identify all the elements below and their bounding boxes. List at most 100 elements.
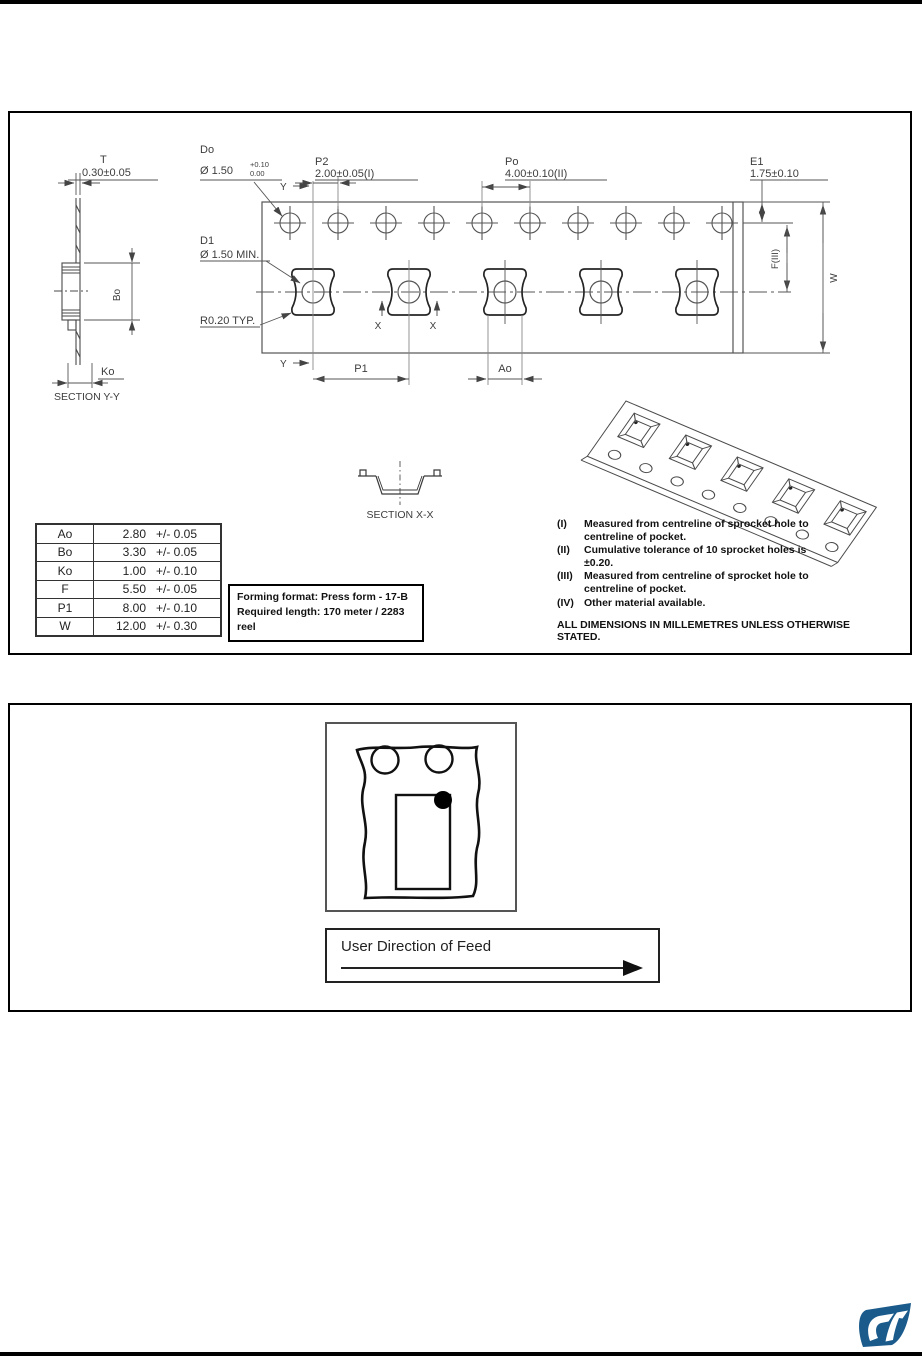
do-dim-value: Ø 1.50 (200, 165, 233, 177)
st-logo-icon (859, 1303, 911, 1347)
pocket-rect (394, 793, 452, 891)
dim-name: F (35, 579, 94, 599)
arrowhead-icon (623, 960, 643, 976)
section-lines (312, 177, 531, 385)
t-dim-name: T (100, 154, 107, 166)
x-section-markers (378, 300, 441, 316)
d1-dim-value: Ø 1.50 MIN. (200, 249, 259, 261)
r-typ-label: R0.20 TYP. (200, 315, 255, 327)
po-dim-value: 4.00±0.10(II) (505, 168, 567, 180)
feed-direction-arrow (341, 960, 643, 976)
note-text: Measured from centreline of sprocket hol… (584, 518, 809, 543)
table-row: F 5.50 +/- 0.05 (35, 579, 222, 599)
w-dim-label: W (829, 273, 840, 283)
tape-outline (261, 201, 830, 354)
feed-direction-panel: User Direction of Feed (8, 703, 912, 1012)
isometric-tape-view (580, 400, 878, 567)
ko-dim-label: Ko (101, 366, 114, 378)
table-row: P1 8.00 +/- 0.10 (35, 598, 222, 618)
note-number: (IV) (557, 596, 574, 609)
p1-dim-label: P1 (354, 363, 367, 375)
dim-value: 8.00 (122, 600, 146, 615)
iso-sprocket-holes (607, 449, 839, 553)
f-dim-label: F(III) (770, 249, 781, 269)
section-yy-view (54, 198, 88, 365)
forming-format-line: Forming format: Press form - 17-B (237, 591, 408, 603)
po-dim-name: Po (505, 156, 518, 168)
feed-direction-label: User Direction of Feed (341, 938, 492, 955)
note-text: Cumulative tolerance of 10 sprocket hole… (584, 544, 807, 569)
section-yy-dims (52, 173, 158, 388)
dim-value: 3.30 (122, 545, 146, 560)
note-number: (I) (557, 518, 567, 530)
e1-dim-name: E1 (750, 156, 763, 168)
tape-drawing: T 0.30±0.05 Bo Ko SECTION Y-Y (52, 144, 878, 567)
dimension-table: Ao 2.80 +/- 0.05 Bo 3.30 +/- 0.05 Ko 1.00 +/- … (35, 523, 222, 637)
sprocket-hole-right (424, 744, 454, 774)
pockets (256, 260, 791, 324)
dim-name: Ao (35, 523, 94, 544)
dim-tol: +/- 0.05 (156, 526, 198, 541)
feed-direction-box: User Direction of Feed (325, 928, 660, 983)
dim-name: Bo (35, 542, 94, 562)
y-label-top: Y (280, 182, 287, 193)
t-dim-value: 0.30±0.05 (82, 167, 131, 179)
dim-name: Ko (35, 561, 94, 581)
dim-tol: +/- 0.10 (156, 600, 198, 615)
sprocket-holes (273, 205, 739, 241)
table-row: W 12.00 +/- 0.30 (35, 616, 222, 637)
table-row: Bo 3.30 +/- 0.05 (35, 542, 222, 562)
e1-dim-value: 1.75±0.10 (750, 168, 799, 180)
pocket-orientation-sketch (355, 744, 481, 900)
d1-dim-name: D1 (200, 235, 214, 247)
pin1-orientation-dot (434, 791, 452, 809)
y-section-markers (293, 182, 310, 367)
sprocket-hole-left (370, 745, 400, 775)
section-xx-caption: SECTION X-X (366, 509, 433, 521)
dim-tol: +/- 0.05 (156, 545, 198, 560)
note-item: (III) Measured from centreline of sprocke… (557, 570, 893, 595)
leader-lines (200, 179, 301, 328)
all-dimensions-note: ALL DIMENSIONS IN MILLEMETRES UNLESS OTH… (557, 619, 851, 644)
note-text: Measured from centreline of sprocket hol… (584, 570, 809, 595)
dim-value: 1.00 (122, 563, 146, 578)
dim-name: W (35, 616, 94, 637)
tape-piece-outline (355, 745, 481, 900)
note-text: Other material available. (584, 596, 706, 609)
dim-value: 5.50 (122, 582, 146, 597)
dim-tol: +/- 0.05 (156, 582, 198, 597)
page-bottom-rule (0, 1352, 922, 1356)
p2-dim-name: P2 (315, 156, 328, 168)
page-top-rule (0, 0, 922, 4)
dim-tol: +/- 0.10 (156, 563, 198, 578)
do-tol-plus: +0.10 (250, 160, 269, 169)
note-item: (I) Measured from centreline of sprocket … (557, 518, 893, 543)
bo-dim-label: Bo (112, 288, 123, 301)
right-dimension-lines (783, 202, 827, 353)
table-row: Ao 2.80 +/- 0.05 (35, 523, 222, 544)
top-dimension-lines (295, 179, 828, 222)
pocket-orientation-box (325, 722, 517, 912)
required-length-line: Required length: 170 meter / 2283 reel (237, 606, 405, 634)
dim-name: P1 (35, 598, 94, 618)
note-number: (III) (557, 570, 573, 583)
y-label-bottom: Y (280, 359, 287, 370)
forming-format-box: Forming format: Press form - 17-B Requir… (228, 584, 424, 642)
do-tol-minus: 0.00 (250, 169, 265, 178)
dim-value: 12.00 (115, 619, 146, 634)
note-number: (II) (557, 544, 570, 557)
section-yy-caption: SECTION Y-Y (54, 391, 120, 403)
dim-value: 2.80 (122, 526, 146, 541)
ao-dim-label: Ao (498, 363, 511, 375)
section-xx-view (358, 461, 442, 505)
p2-dim-value: 2.00±0.05(I) (315, 168, 374, 180)
x-label-right: X (430, 321, 437, 332)
x-label-left: X (375, 321, 382, 332)
dim-tol: +/- 0.30 (156, 619, 198, 634)
tape-dimensions-panel: T 0.30±0.05 Bo Ko SECTION Y-Y (8, 111, 912, 655)
table-row: Ko 1.00 +/- 0.10 (35, 561, 222, 581)
note-item: (IV) Other material available. (557, 597, 893, 610)
notes-block: (I) Measured from centreline of sprocket … (557, 518, 893, 643)
do-dim-name: Do (200, 144, 214, 156)
note-item: (II) Cumulative tolerance of 10 sprocket … (557, 544, 893, 569)
